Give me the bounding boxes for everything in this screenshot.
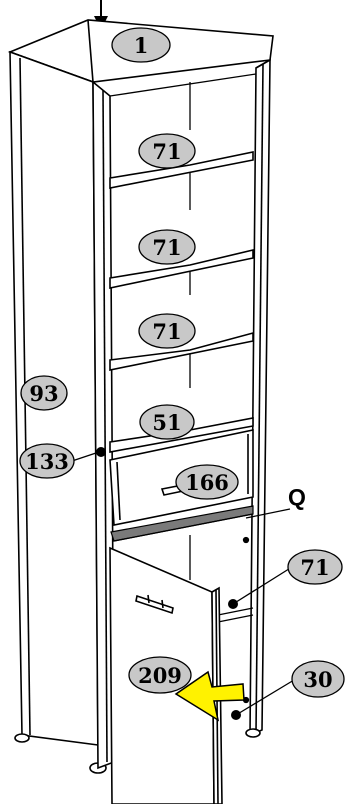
- svg-text:71: 71: [152, 235, 181, 260]
- svg-text:209: 209: [138, 663, 182, 688]
- callout-shelf-1: 71: [138, 133, 196, 169]
- svg-text:51: 51: [152, 410, 181, 435]
- callout-top: 1: [111, 27, 171, 63]
- left-side-panel: [9, 50, 107, 774]
- callout-shelf-3: 71: [138, 313, 196, 349]
- svg-text:71: 71: [152, 319, 181, 344]
- callout-drawer: 166: [175, 464, 239, 500]
- svg-text:1: 1: [134, 33, 149, 58]
- svg-text:71: 71: [300, 555, 329, 580]
- shelf-2: [109, 248, 254, 289]
- svg-text:166: 166: [185, 470, 229, 495]
- callout-shelf-4: 51: [139, 404, 195, 440]
- svg-text:133: 133: [25, 449, 69, 474]
- right-side-panel: [245, 58, 271, 738]
- callout-side-panel: 93: [20, 375, 68, 411]
- callout-bottom-right: 30: [291, 660, 345, 698]
- part-letter-q: Q: [288, 484, 306, 510]
- inner-shelf-dot: [228, 599, 238, 609]
- callout-shelf-2: 71: [138, 229, 196, 265]
- callout-side-hinge: 133: [19, 443, 75, 479]
- shelf-3: [109, 331, 254, 371]
- svg-text:93: 93: [29, 381, 58, 406]
- svg-text:30: 30: [303, 667, 332, 692]
- push-arrow: [174, 670, 245, 722]
- callout-door: 209: [128, 656, 192, 694]
- svg-text:71: 71: [152, 139, 181, 164]
- callout-inner-shelf: 71: [287, 549, 343, 585]
- lower-compartment: [113, 513, 254, 704]
- bottom-dot: [231, 710, 241, 720]
- hinge-dot: [96, 447, 106, 457]
- leader-lines: [71, 452, 295, 716]
